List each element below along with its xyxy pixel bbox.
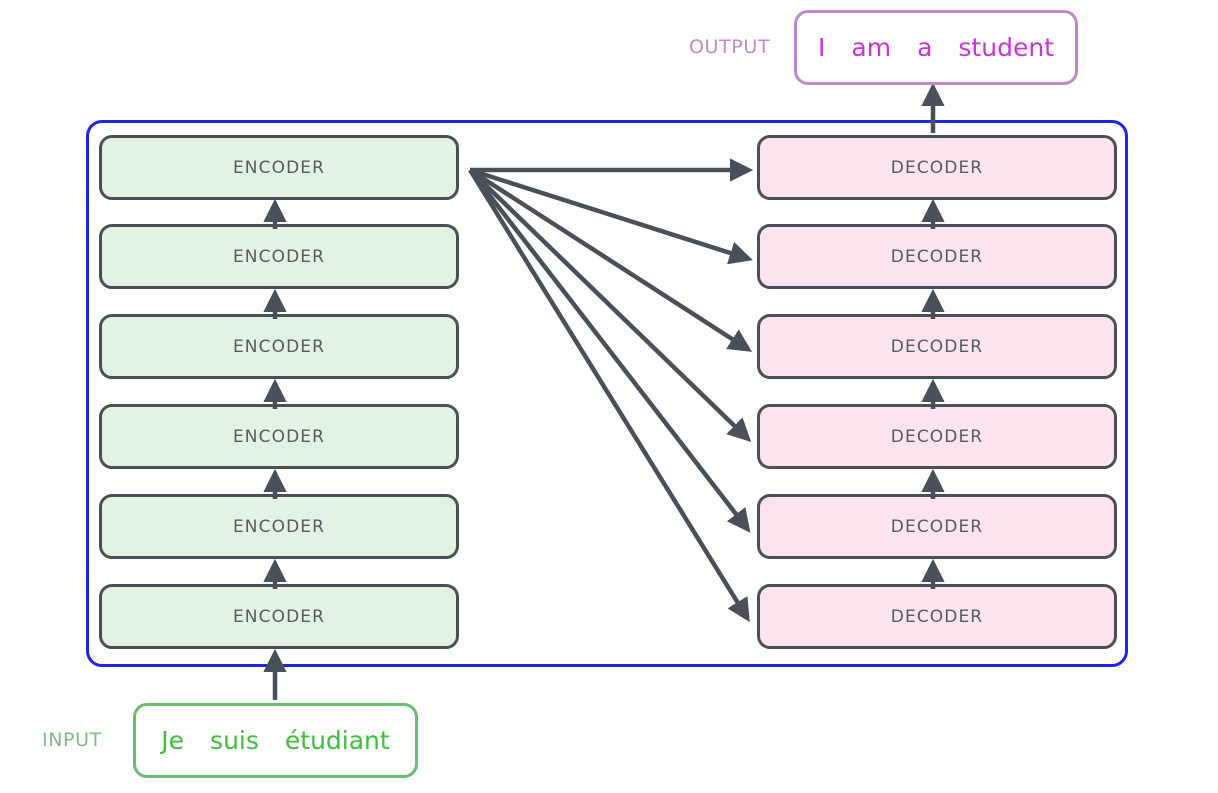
decoder-block-3[interactable]: DECODER xyxy=(757,314,1117,379)
input-label: INPUT xyxy=(42,729,102,751)
output-token: student xyxy=(958,33,1054,62)
decoder-block-label: DECODER xyxy=(890,426,984,447)
encoder-block-label: ENCODER xyxy=(232,606,326,627)
output-box: I am a student xyxy=(794,10,1078,85)
input-token: étudiant xyxy=(284,726,390,755)
output-token: a xyxy=(917,33,933,62)
decoder-block-4[interactable]: DECODER xyxy=(757,404,1117,469)
input-tokens: Je suis étudiant xyxy=(137,726,413,755)
encoder-block-4[interactable]: ENCODER xyxy=(99,404,459,469)
encoder-block-5[interactable]: ENCODER xyxy=(99,494,459,559)
output-token: I xyxy=(818,33,826,62)
decoder-block-2[interactable]: DECODER xyxy=(757,224,1117,289)
model-container xyxy=(86,120,1128,667)
encoder-block-6[interactable]: ENCODER xyxy=(99,584,459,649)
output-token: am xyxy=(851,33,892,62)
encoder-block-label: ENCODER xyxy=(232,157,326,178)
encoder-block-1[interactable]: ENCODER xyxy=(99,135,459,200)
input-box: Je suis étudiant xyxy=(133,703,418,778)
output-label: OUTPUT xyxy=(689,36,771,58)
output-tokens: I am a student xyxy=(794,33,1078,62)
decoder-block-label: DECODER xyxy=(890,246,984,267)
decoder-block-5[interactable]: DECODER xyxy=(757,494,1117,559)
decoder-block-6[interactable]: DECODER xyxy=(757,584,1117,649)
encoder-block-label: ENCODER xyxy=(232,246,326,267)
encoder-block-label: ENCODER xyxy=(232,426,326,447)
input-token: suis xyxy=(210,726,259,755)
decoder-block-label: DECODER xyxy=(890,336,984,357)
encoder-block-3[interactable]: ENCODER xyxy=(99,314,459,379)
decoder-block-label: DECODER xyxy=(890,157,984,178)
encoder-block-label: ENCODER xyxy=(232,516,326,537)
decoder-block-1[interactable]: DECODER xyxy=(757,135,1117,200)
encoder-block-2[interactable]: ENCODER xyxy=(99,224,459,289)
input-token: Je xyxy=(161,726,185,755)
decoder-block-label: DECODER xyxy=(890,606,984,627)
decoder-block-label: DECODER xyxy=(890,516,984,537)
encoder-block-label: ENCODER xyxy=(232,336,326,357)
